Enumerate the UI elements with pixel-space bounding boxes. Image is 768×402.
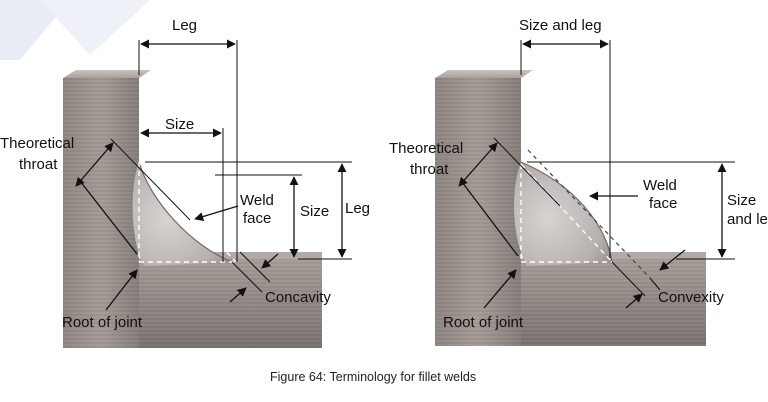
weld-face-right-label-line2: face [649, 195, 677, 212]
theoretical-throat-label-line2: throat [19, 156, 58, 173]
theoretical-throat-label-line1: Theoretical [0, 135, 74, 152]
concavity-label: Concavity [265, 289, 331, 306]
concave-weld-bead [132, 162, 232, 266]
theoretical-throat-right-label-line2: throat [410, 161, 449, 178]
root-of-joint-label: Root of joint [62, 314, 143, 331]
watermark-shape [0, 0, 150, 60]
concave-dimension-lines [75, 39, 352, 311]
concave-labels: Leg Size Theoretical throat Weld face Si… [0, 17, 370, 331]
size-label: Size [165, 116, 194, 133]
weld-face-label-line1: Weld [240, 192, 274, 209]
leg-vertical-label: Leg [345, 200, 370, 217]
convex-weld-bead [514, 162, 612, 266]
size-and-leg-top-label: Size and leg [519, 17, 602, 34]
size-and-leg-side-label-line2: and le [727, 211, 768, 228]
vertical-plate-right-top-face [435, 70, 533, 78]
size-vertical-label: Size [300, 203, 329, 220]
convex-weld-drawing [435, 70, 706, 346]
vertical-plate-top-face [63, 70, 151, 78]
weld-face-label-line2: face [243, 210, 271, 227]
weld-face-right-label-line1: Weld [643, 177, 677, 194]
figure-caption: Figure 64: Terminology for fillet welds [270, 370, 476, 384]
convex-labels: Size and leg Theoretical throat Weld fac… [389, 17, 768, 331]
root-of-joint-right-label: Root of joint [443, 314, 524, 331]
convex-dimension-lines [458, 39, 735, 309]
leg-top-label: Leg [172, 17, 197, 34]
convexity-label: Convexity [658, 289, 724, 306]
concave-weld-drawing [63, 70, 322, 348]
size-and-leg-side-label-line1: Size [727, 192, 756, 209]
theoretical-throat-right-label-line1: Theoretical [389, 140, 463, 157]
